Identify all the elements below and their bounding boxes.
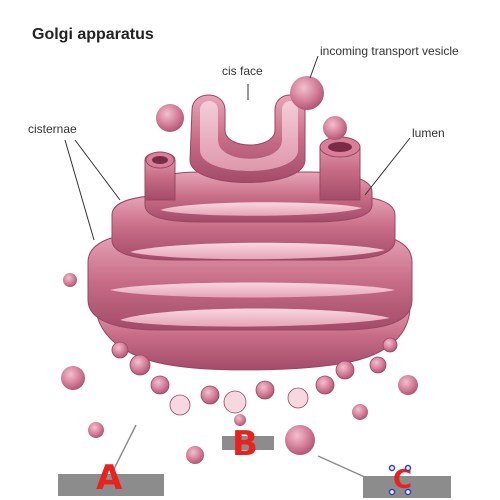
lumen-5 [110,282,395,298]
vesicle [156,104,184,132]
incoming-vesicle [290,76,324,110]
vesicle [234,414,246,426]
vesicle [398,375,418,395]
answer-box-b[interactable] [222,436,274,450]
mark-c: C [393,465,413,495]
label-lumen: lumen [412,126,445,140]
answer-leaders [111,424,368,479]
vesicle [63,273,77,287]
label-cis-face: cis face [222,64,263,78]
vesicle [352,404,368,420]
trans-buds [111,337,398,416]
vesicle [88,422,104,438]
label-incoming-vesicle: incoming transport vesicle [320,44,459,58]
mark-a: A [96,458,123,498]
label-cisternae: cisternae [28,122,77,136]
label-leaders [64,55,411,241]
vesicle [323,116,347,140]
diagram-title: Golgi apparatus [32,26,154,43]
vesicle [285,425,315,455]
answer-box-a[interactable] [58,474,164,496]
mark-b: B [232,424,258,464]
vesicle [61,366,85,390]
cis-face-inner [200,101,298,171]
vesicle [186,446,204,464]
answer-box-c[interactable] [363,476,451,498]
